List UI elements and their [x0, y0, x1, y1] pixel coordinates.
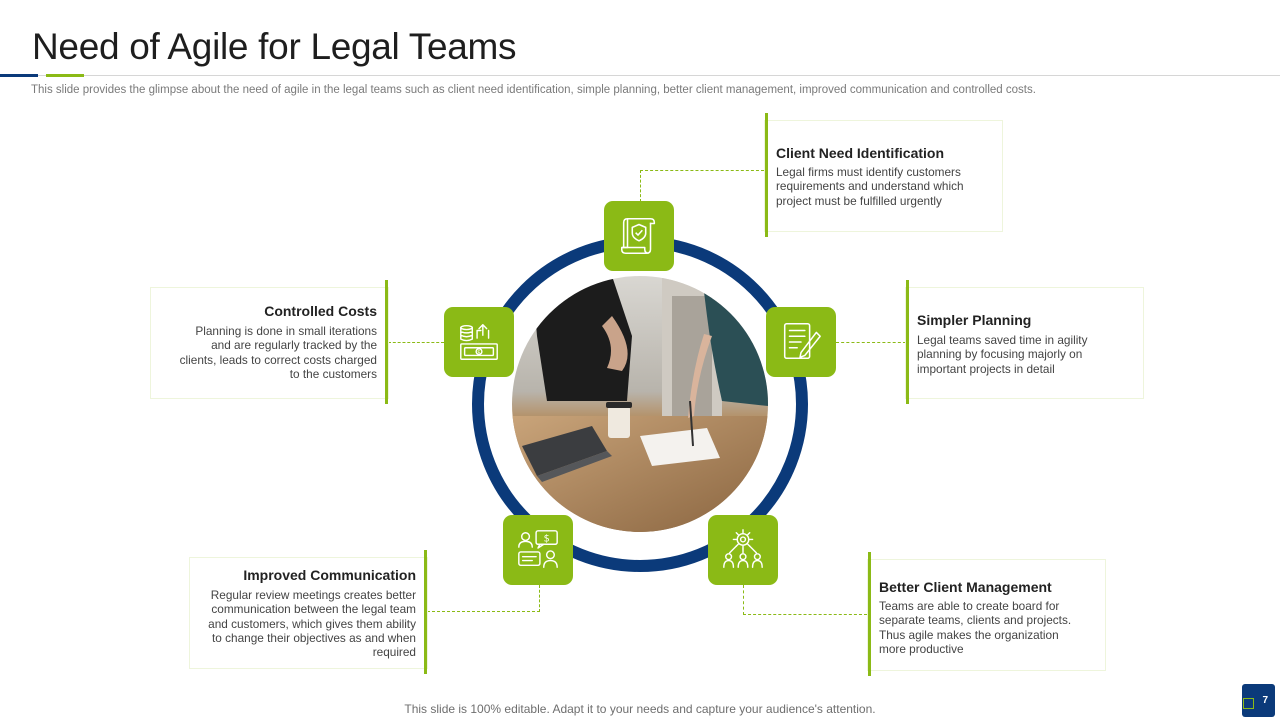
card-accent-bar	[385, 280, 388, 404]
node-simpler-planning	[766, 307, 836, 377]
card-accent-bar	[906, 280, 909, 404]
square-icon	[1243, 698, 1254, 709]
card-client-need-identification: Client Need Identification Legal firms m…	[764, 113, 1003, 237]
title-accent-navy	[0, 74, 38, 77]
card-accent-bar	[765, 113, 768, 237]
card-title: Better Client Management	[879, 579, 1052, 595]
slide-footer: This slide is 100% editable. Adapt it to…	[404, 702, 876, 716]
slide-title: Need of Agile for Legal Teams	[32, 26, 517, 67]
title-accent-green	[46, 74, 84, 77]
card-controlled-costs: Controlled Costs Planning is done in sma…	[150, 280, 389, 404]
card-better-client-management: Better Client Management Teams are able …	[867, 552, 1106, 676]
card-text: Planning is done in small iterations and…	[179, 324, 377, 381]
card-text: Regular review meetings creates better c…	[208, 588, 416, 660]
connector-simpler-planning	[836, 342, 906, 343]
title-divider	[0, 75, 1280, 76]
svg-text:$: $	[477, 350, 481, 356]
page-number-badge: 7	[1242, 684, 1275, 717]
gear-team-icon	[723, 529, 763, 568]
card-text: Legal teams saved time in agility planni…	[917, 333, 1088, 376]
card-text: Legal firms must identify customers requ…	[776, 165, 964, 208]
node-controlled-costs: $	[444, 307, 514, 377]
card-title: Improved Communication	[243, 567, 416, 583]
svg-text:$: $	[544, 533, 550, 544]
card-accent-bar	[424, 550, 427, 674]
card-title: Controlled Costs	[264, 303, 377, 319]
card-accent-bar	[868, 552, 871, 676]
node-client-need	[604, 201, 674, 271]
card-title: Client Need Identification	[776, 145, 945, 161]
card-title: Simpler Planning	[917, 312, 1032, 328]
connector-improved-communication	[427, 585, 540, 612]
slide-subtitle: This slide provides the glimpse about th…	[31, 84, 1036, 96]
people-chat-icon: $	[518, 530, 558, 568]
document-shield-icon	[620, 217, 656, 255]
team-meeting-photo	[512, 276, 768, 532]
node-better-client-management	[708, 515, 778, 585]
money-coins-icon: $	[460, 324, 498, 360]
card-simpler-planning: Simpler Planning Legal teams saved time …	[905, 280, 1144, 404]
card-text: Teams are able to create board for separ…	[879, 599, 1072, 656]
page-number: 7	[1262, 695, 1268, 706]
node-improved-communication: $	[503, 515, 573, 585]
connector-controlled-costs	[388, 342, 444, 343]
checklist-pen-icon	[783, 323, 821, 360]
connector-client-need	[640, 170, 764, 202]
connector-better-client-management	[743, 585, 867, 615]
card-improved-communication: Improved Communication Regular review me…	[189, 550, 428, 674]
